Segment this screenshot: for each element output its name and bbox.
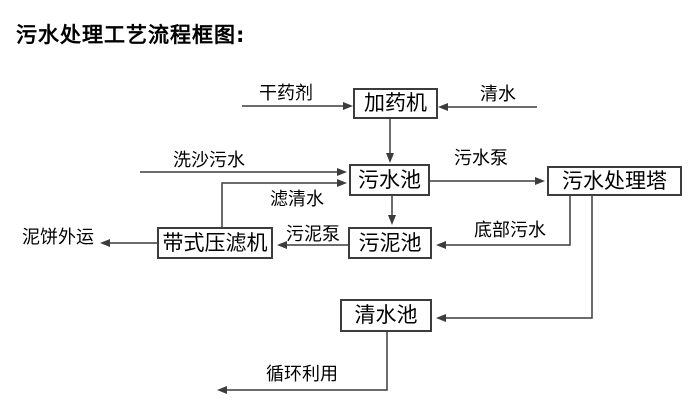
- flow-label-sludge-pump: 污泥泵: [286, 224, 340, 245]
- node-treatment-tower: 污水处理塔: [547, 166, 682, 196]
- arrow-treatment-tower-to-clean-water-pool: [436, 196, 593, 322]
- arrow-bottom-sewage-to-sludge-pool: [436, 196, 571, 249]
- node-sludge-pool-label: 污泥池: [358, 230, 422, 255]
- flow-label-sewage-pump: 污水泵: [454, 148, 508, 169]
- node-clean-water-pool-label: 清水池: [354, 303, 418, 327]
- arrow-sewage-pump-to-treatment-tower: [430, 177, 545, 185]
- node-sewage-pool-label: 污水池: [358, 167, 421, 192]
- arrow-clean-water-pool-to-recycling: [217, 332, 388, 394]
- flow-label-clean-water: 清水: [480, 84, 516, 105]
- flow-label-dry-agent: 干药剂: [259, 83, 313, 104]
- node-sewage-pool: 污水池: [349, 164, 430, 196]
- page-title: 污水处理工艺流程框图:: [16, 23, 246, 47]
- flow-label-sand-washing-sewage: 洗沙污水: [173, 150, 245, 171]
- flow-label-recycling: 循环利用: [266, 364, 338, 385]
- arrow-mud-cake-outbound: [100, 239, 157, 247]
- node-dosing-machine: 加药机: [353, 88, 438, 119]
- node-dosing-machine-label: 加药机: [364, 91, 427, 115]
- node-belt-filter-press-label: 带式压滤机: [162, 230, 268, 255]
- arrow-dry-agent-to-dosing-machine: [242, 102, 353, 110]
- arrow-dosing-machine-to-sewage-pool: [386, 119, 394, 163]
- arrow-sludge-pump-to-belt-filter-press: [277, 241, 348, 249]
- arrow-sewage-pool-to-sludge-pool: [388, 196, 396, 225]
- node-clean-water-pool: 清水池: [340, 299, 432, 332]
- flow-label-mud-cake-outbound: 泥饼外运: [22, 227, 94, 248]
- arrow-filtered-water-to-sewage-pool: [221, 179, 347, 227]
- arrow-sand-washing-sewage-to-sewage-pool: [140, 168, 347, 176]
- flow-label-filtered-water: 滤清水: [270, 189, 324, 210]
- arrow-clean-water-to-dosing-machine: [438, 103, 537, 111]
- node-sludge-pool: 污泥池: [348, 227, 432, 259]
- node-treatment-tower-label: 污水处理塔: [562, 168, 667, 193]
- flow-label-bottom-sewage: 底部污水: [474, 220, 546, 241]
- node-belt-filter-press: 带式压滤机: [157, 227, 273, 259]
